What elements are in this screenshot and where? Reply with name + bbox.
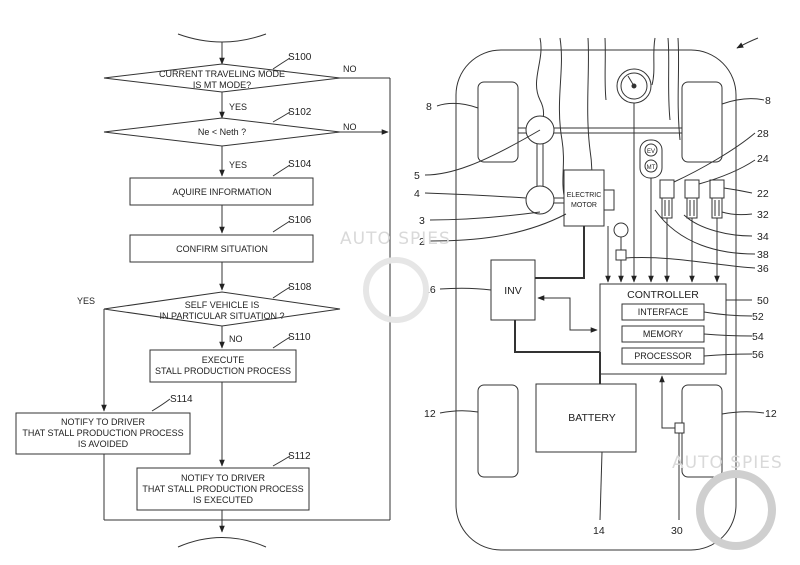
interface-label: INTERFACE [638,307,689,317]
memory-label: MEMORY [643,329,683,339]
inv-label: INV [504,285,522,297]
ref-5: 5 [414,170,420,182]
processor-label: PROCESSOR [634,351,692,361]
watermark-logo-1 [363,257,429,323]
ref-8-right: 8 [765,95,771,107]
ref-22: 22 [757,188,769,200]
wheel-speed-sensor [674,422,685,434]
watermark-text-2: AUTO SPIES [672,453,783,473]
decision-s108 [103,291,341,327]
step-label-s100: S100 [288,52,312,63]
wheel-rear-left [477,384,519,478]
ref-4: 4 [414,188,420,200]
controller-label: CONTROLLER [627,289,699,301]
clutch [525,185,555,215]
s110-text-2: STALL PRODUCTION PROCESS [155,366,291,376]
step-label-s114: S114 [170,394,193,405]
step-label-s110: S110 [288,332,311,343]
ref-8-left: 8 [426,101,432,113]
ref-38: 38 [757,249,769,261]
s102-no: NO [343,122,357,132]
s108-no: NO [229,334,243,344]
ref-12-left: 12 [424,408,436,420]
s102-yes: YES [229,160,247,170]
ref-32: 32 [757,209,769,221]
ref-12-right: 12 [765,408,777,420]
step-label-s102: S102 [288,107,312,118]
ref-54: 54 [752,331,764,343]
mt-label: MT [647,165,656,171]
s100-text-1: CURRENT TRAVELING MODE [159,69,285,79]
ref-36: 36 [757,263,769,275]
process-s110 [149,349,297,383]
step-label-s106: S106 [288,215,312,226]
pedal-28 [659,179,675,199]
pedal-24 [684,179,700,199]
flow-start-connector [177,33,267,43]
s106-text: CONFIRM SITUATION [176,244,268,254]
flowchart [15,33,391,548]
ref-14: 14 [593,525,605,537]
s108-text-2: IN PARTICULAR SITUATION ? [159,311,284,321]
battery [535,383,637,453]
ref-50: 50 [757,295,769,307]
s102-text: Ne < Neth ? [198,127,246,137]
ref-3: 3 [419,215,425,227]
flowchart-text: S100 CURRENT TRAVELING MODE IS MT MODE? … [22,52,356,505]
electric-motor [563,169,605,227]
ref-34: 34 [757,231,769,243]
shift-lever [613,222,629,238]
vehicle-text: ELECTRIC MOTOR EV MT INV CONTROLLER INTE… [414,95,777,537]
watermark: AUTO SPIES AUTO SPIES [340,229,783,550]
pedal-22 [709,179,725,199]
ref-52: 52 [752,311,764,323]
step-label-s108: S108 [288,282,312,293]
s108-yes: YES [77,296,95,306]
s100-yes: YES [229,102,247,112]
ref-28: 28 [757,128,769,140]
vehicle-diagram [424,37,765,551]
watermark-logo-2 [696,470,776,550]
battery-label: BATTERY [568,412,615,424]
s108-text-1: SELF VEHICLE IS [185,300,260,310]
ref-2: 2 [419,236,425,248]
s110-text-1: EXECUTE [202,355,245,365]
ev-label: EV [647,149,655,155]
ref-56: 56 [752,349,764,361]
s114-text-1: NOTIFY TO DRIVER [61,417,146,427]
inverter [490,259,536,321]
step-label-s112: S112 [288,451,311,462]
s112-text-1: NOTIFY TO DRIVER [181,473,266,483]
ref-24: 24 [757,153,769,165]
process-s112 [136,467,310,511]
motor-label-1: ELECTRIC [567,192,602,199]
s104-text: AQUIRE INFORMATION [172,187,271,197]
wheel-front-right [681,81,723,163]
ref-30: 30 [671,525,683,537]
watermark-text-1: AUTO SPIES [340,229,451,249]
step-label-s104: S104 [288,159,312,170]
s112-text-2: THAT STALL PRODUCTION PROCESS [142,484,303,494]
s100-no: NO [343,64,357,74]
process-s114 [15,412,191,455]
motor-label-2: MOTOR [571,202,597,209]
flow-end-connector [177,537,267,548]
motor-sensor [603,189,615,211]
s114-text-3: IS AVOIDED [78,439,129,449]
s114-text-2: THAT STALL PRODUCTION PROCESS [22,428,183,438]
ref-16: 16 [424,284,436,296]
wheel-front-left [477,81,519,163]
s112-text-3: IS EXECUTED [193,495,254,505]
s100-text-2: IS MT MODE? [193,80,251,90]
